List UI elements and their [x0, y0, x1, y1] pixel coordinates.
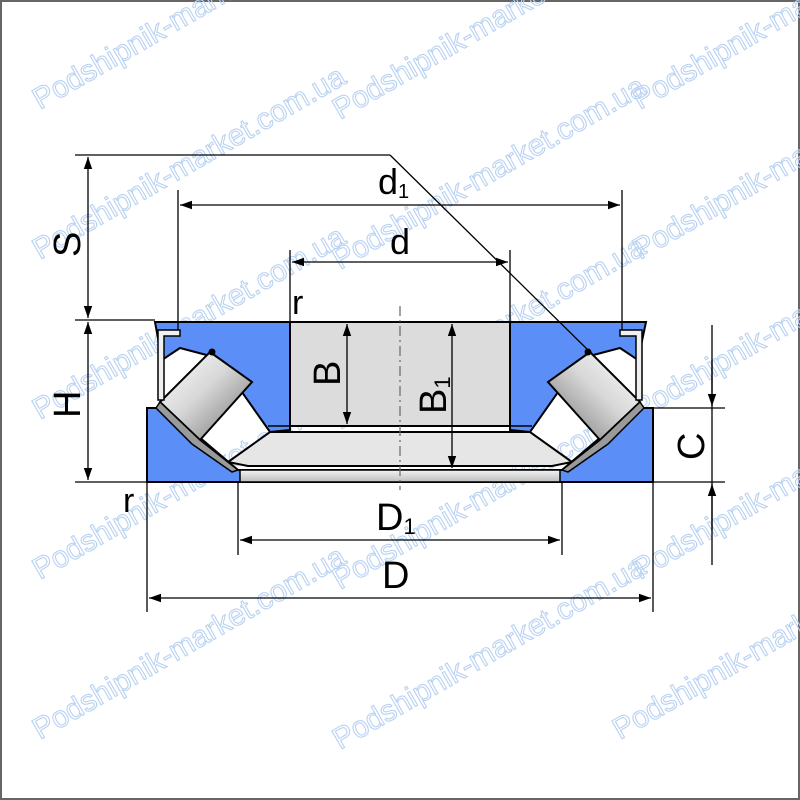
- roller-left: [155, 348, 254, 473]
- label-B1: B1: [413, 376, 455, 414]
- shaft-washer-right: [509, 321, 648, 434]
- roller-right: [546, 348, 645, 473]
- cage-hook-left: [157, 329, 181, 401]
- label-d: d: [390, 221, 410, 262]
- label-r-bottom: r: [123, 482, 134, 520]
- label-B: B: [307, 361, 349, 386]
- label-D1: D1: [376, 497, 416, 539]
- label-S: S: [47, 232, 89, 257]
- bearing-body: [146, 306, 654, 490]
- label-D: D: [382, 555, 409, 597]
- label-r-top: r: [292, 284, 303, 322]
- label-d1: d1: [378, 161, 409, 203]
- dimension-labels: d1 d r r B B1 S H C D1 D: [47, 161, 713, 597]
- label-C: C: [671, 433, 713, 460]
- dimension-lines: [75, 154, 725, 612]
- cage-hook-right: [619, 329, 643, 401]
- label-H: H: [47, 391, 89, 418]
